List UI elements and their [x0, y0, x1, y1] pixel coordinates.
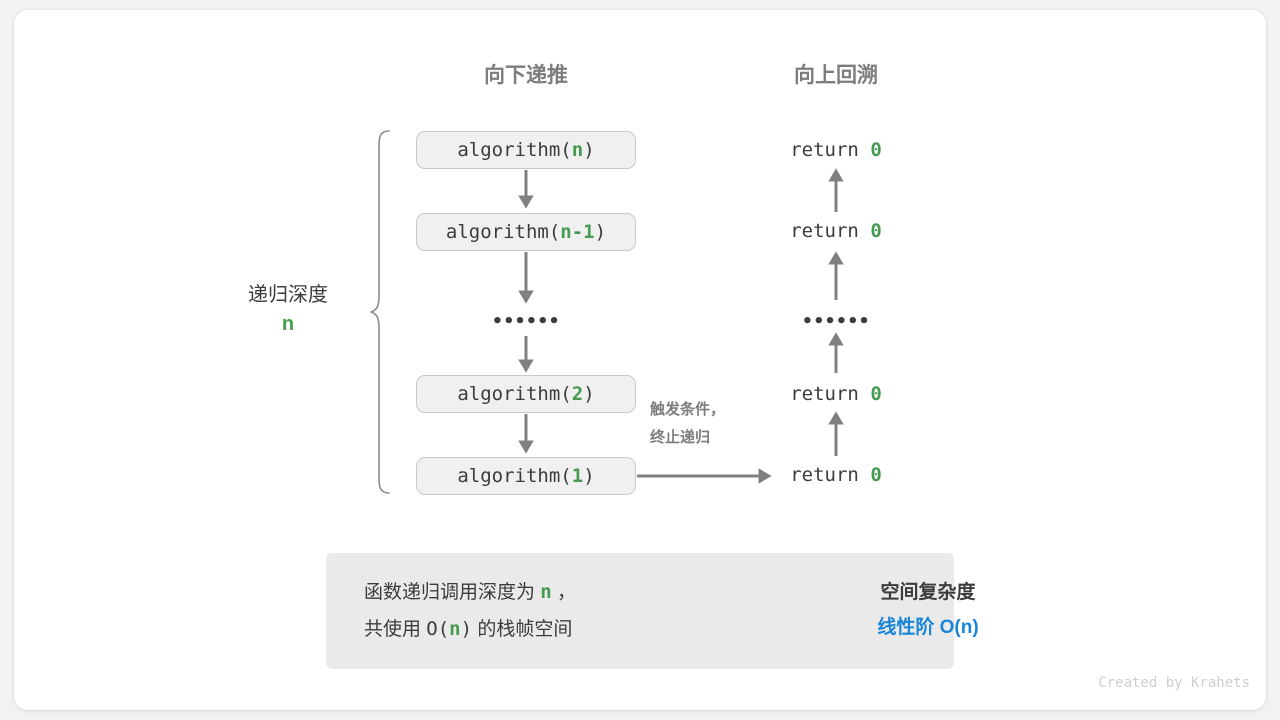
call-frame-arg: n — [571, 139, 584, 161]
complexity-title: 空间复杂度 — [880, 582, 976, 603]
summary-line1-highlight: n — [540, 581, 552, 603]
call-frame-suffix: ) — [583, 465, 595, 487]
return-value: 0 — [870, 383, 882, 405]
summary-line-1: 函数递归调用深度为 n ， — [364, 574, 576, 611]
call-frame-suffix: ) — [594, 221, 607, 243]
call-frame-suffix: ) — [583, 139, 595, 161]
return-value: 0 — [870, 139, 882, 161]
return-statement: return 0 — [790, 383, 882, 405]
summary-line2-highlight: n — [449, 618, 461, 640]
call-frame-box[interactable]: algorithm(1) — [416, 457, 636, 495]
call-frame-arg: n-1 — [560, 221, 595, 243]
call-frame-prefix: algorithm( — [457, 465, 572, 487]
terminate-condition-note: 触发条件， 终止递归 — [650, 396, 725, 452]
summary-line1-pre: 函数递归调用深度为 — [364, 582, 541, 603]
call-stack-ellipsis: •••••• — [491, 311, 561, 332]
return-keyword: return — [790, 464, 859, 486]
summary-line2-post: 的栈帧空间 — [472, 619, 573, 640]
return-keyword: return — [790, 139, 859, 161]
call-frame-prefix: algorithm( — [445, 221, 561, 243]
recursion-depth-brace — [370, 130, 390, 494]
summary-description: 函数递归调用深度为 n ， 共使用 O(n) 的栈帧空间 — [364, 574, 576, 648]
call-frame-box[interactable]: algorithm(n) — [416, 131, 636, 169]
return-value: 0 — [870, 464, 882, 486]
call-frame-suffix: ) — [583, 383, 595, 405]
summary-line2-close: ) — [460, 618, 473, 640]
return-stack-ellipsis: •••••• — [801, 311, 871, 332]
credit-text: Created by Krahets — [1098, 675, 1250, 691]
return-statement: return 0 — [790, 220, 882, 242]
recursion-depth-value: n — [281, 313, 295, 335]
return-value: 0 — [870, 220, 882, 242]
column-header-backtrack-up: 向上回溯 — [794, 64, 878, 87]
return-statement: return 0 — [790, 139, 882, 161]
call-frame-arg: 1 — [571, 465, 584, 487]
call-frame-box[interactable]: algorithm(2) — [416, 375, 636, 413]
call-frame-arg: 2 — [571, 383, 584, 405]
complexity-result: 空间复杂度 线性阶 O(n) — [838, 575, 1018, 645]
summary-line-2: 共使用 O(n) 的栈帧空间 — [364, 611, 576, 648]
column-header-recurse-down: 向下递推 — [484, 64, 568, 87]
summary-panel: 函数递归调用深度为 n ， 共使用 O(n) 的栈帧空间 空间复杂度 线性阶 O… — [326, 553, 979, 669]
recursion-depth-label: 递归深度 n — [248, 281, 328, 339]
call-frame-prefix: algorithm( — [457, 139, 572, 161]
return-keyword: return — [790, 220, 859, 242]
call-frame-prefix: algorithm( — [457, 383, 572, 405]
summary-line2-pre: 共使用 — [364, 619, 427, 640]
call-frame-box[interactable]: algorithm(n-1) — [416, 213, 636, 251]
summary-line1-post: ， — [551, 582, 577, 603]
summary-line2-open: O( — [426, 618, 450, 640]
terminate-note-line1: 触发条件， — [650, 401, 726, 418]
recursion-depth-title: 递归深度 — [248, 284, 328, 306]
complexity-value: 线性阶 O(n) — [877, 617, 979, 638]
return-keyword: return — [790, 383, 859, 405]
terminate-note-line2: 终止递归 — [650, 429, 711, 446]
return-statement: return 0 — [790, 464, 882, 486]
